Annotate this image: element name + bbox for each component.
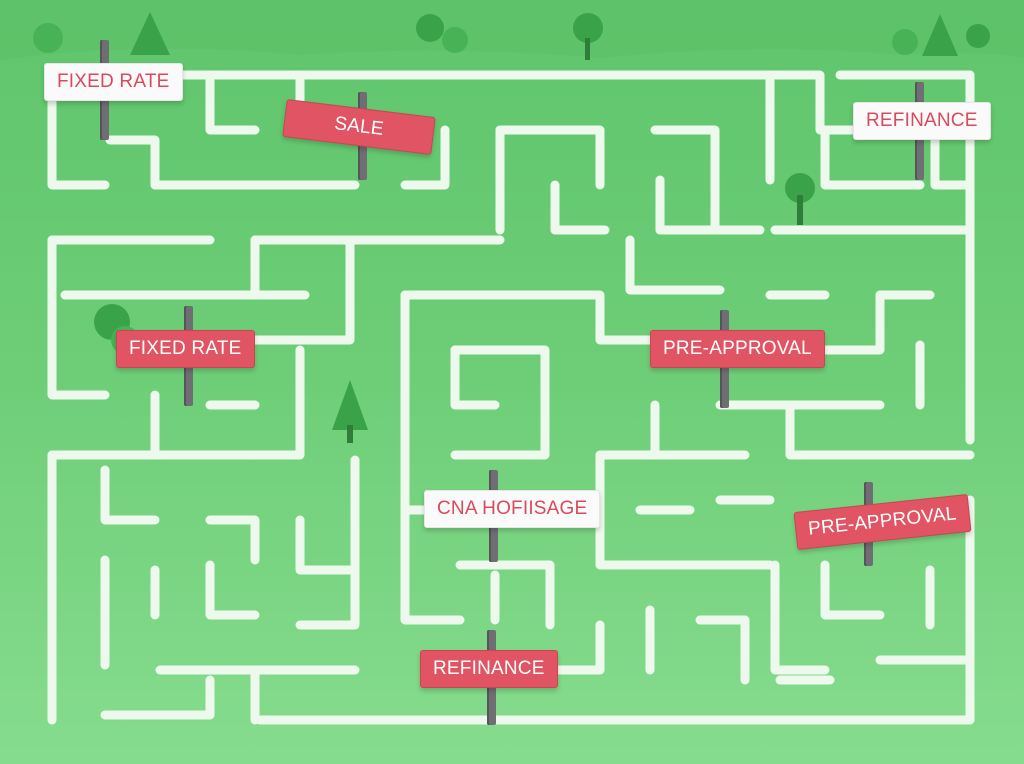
sign-pre-approval-middle: PRE-APPROVAL — [650, 330, 825, 368]
sign-fixed-rate-top: FIXED RATE — [44, 63, 183, 101]
sign-fixed-rate-middle: FIXED RATE — [116, 330, 255, 368]
sign-refinance-top: REFINANCE — [853, 102, 991, 140]
sign-refinance-bottom: REFINANCE — [420, 650, 558, 688]
sign-mortgage: CNA HOFIISAGE — [424, 490, 601, 528]
